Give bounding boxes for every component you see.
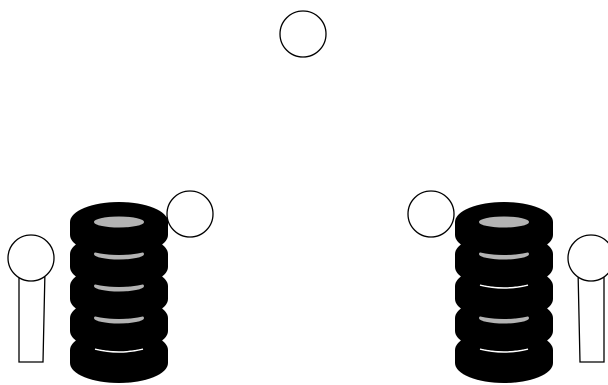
left-player-body [18, 269, 46, 363]
tire-groove [479, 216, 529, 228]
right-player-head [567, 234, 608, 282]
tire [70, 202, 168, 255]
left-stack-ball [166, 190, 214, 238]
tire [455, 234, 553, 287]
tire-groove-line [479, 284, 529, 289]
right-player-body [577, 269, 605, 363]
tire [455, 202, 553, 255]
right-tire-stack [455, 202, 553, 383]
top-center-ball [279, 10, 327, 58]
left-player-head [7, 234, 55, 282]
tire-groove [94, 216, 144, 228]
right-stack-ball [407, 190, 455, 238]
tire-groove-line [94, 348, 144, 353]
right-player-figure [567, 234, 608, 363]
left-tire-stack [70, 202, 168, 383]
left-player-figure [7, 234, 55, 363]
tire-groove-line [479, 348, 529, 353]
